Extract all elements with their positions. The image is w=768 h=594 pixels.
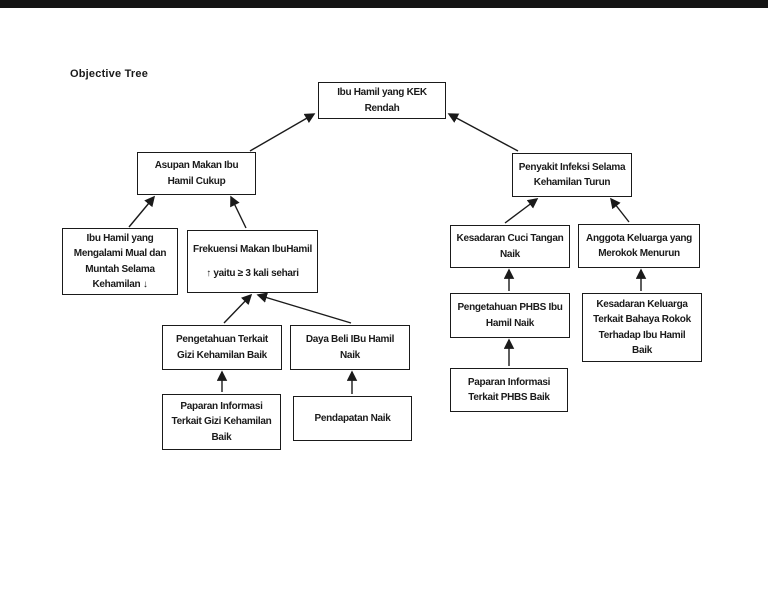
edge-frekuensi-asupan (230, 195, 247, 229)
edge-cuci-penyakit (504, 198, 539, 224)
edge-penyakit-root (447, 113, 519, 152)
node-pendapatan-naik: Pendapatan Naik (293, 396, 412, 441)
edge-mual-asupan (128, 195, 156, 228)
top-edge-bar (0, 0, 768, 8)
node-frekuensi-makan: Frekuensi Makan IbuHamil ↑ yaitu ≥ 3 kal… (187, 230, 318, 293)
node-asupan-makan-cukup: Asupan Makan Ibu Hamil Cukup (137, 152, 256, 195)
node-kesadaran-bahaya-rokok: Kesadaran Keluarga Terkait Bahaya Rokok … (582, 293, 702, 362)
node-daya-beli: Daya Beli IBu Hamil Naik (290, 325, 410, 370)
edge-gizi-frekuensi (223, 293, 253, 324)
node-paparan-informasi-phbs: Paparan Informasi Terkait PHBS Baik (450, 368, 568, 412)
diagram-title: Objective Tree (70, 68, 149, 80)
node-kesadaran-cuci-tangan: Kesadaran Cuci Tangan Naik (450, 225, 570, 268)
edge-asupan-root (249, 113, 316, 152)
node-paparan-informasi-gizi: Paparan Informasi Terkait Gizi Kehamilan… (162, 394, 281, 450)
node-anggota-merokok-menurun: Anggota Keluarga yang Merokok Menurun (578, 224, 700, 268)
node-pengetahuan-gizi: Pengetahuan Terkait Gizi Kehamilan Baik (162, 325, 282, 370)
node-penyakit-infeksi-turun: Penyakit Infeksi Selama Kehamilan Turun (512, 153, 632, 197)
node-pengetahuan-phbs: Pengetahuan PHBS Ibu Hamil Naik (450, 293, 570, 338)
edge-anggota-penyakit (610, 197, 630, 223)
node-mual-muntah-turun: Ibu Hamil yang Mengalami Mual dan Muntah… (62, 228, 178, 295)
node-ibu-hamil-kek-rendah: Ibu Hamil yang KEK Rendah (318, 82, 446, 119)
edge-daya-frekuensi (256, 292, 352, 324)
